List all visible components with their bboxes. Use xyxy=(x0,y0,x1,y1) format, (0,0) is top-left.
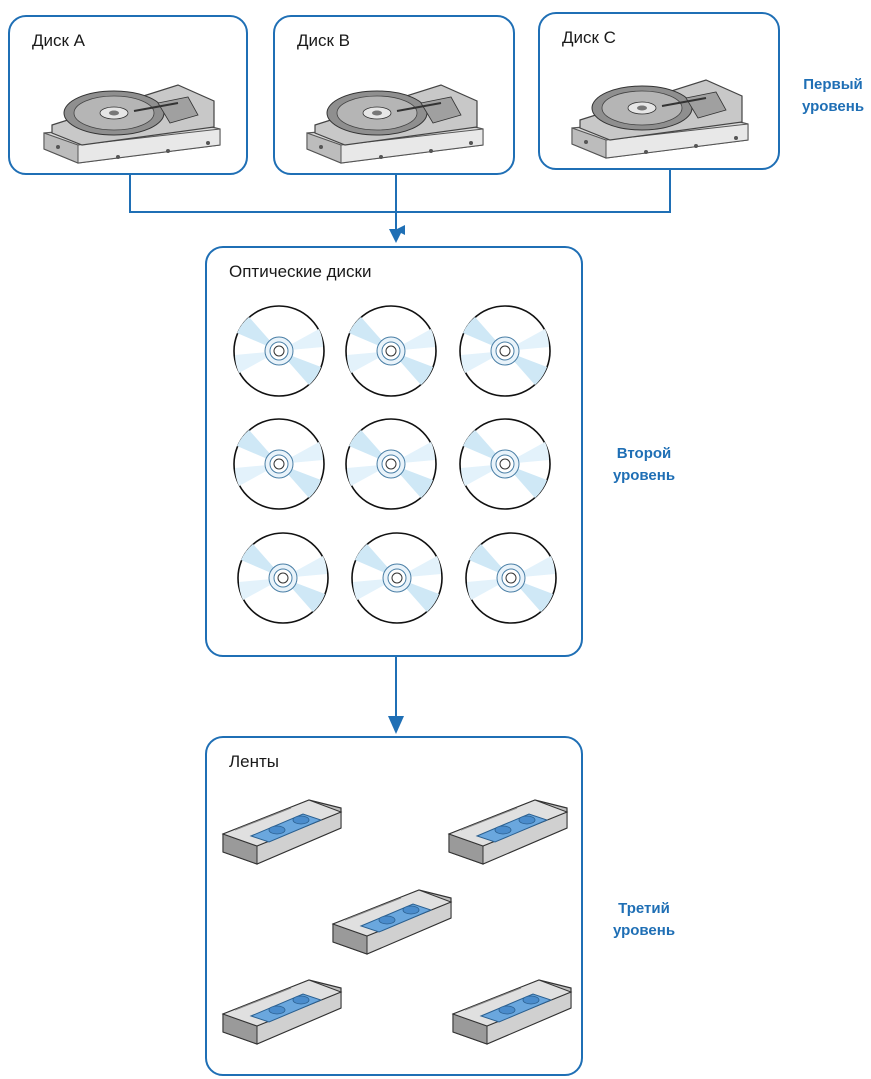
optical-disc-icon xyxy=(345,418,437,510)
level3-caption: Третий уровень xyxy=(604,898,684,942)
tapes-title: Ленты xyxy=(229,752,280,771)
tape-cartridge-icon xyxy=(451,979,573,1045)
tape-cartridge-icon xyxy=(331,889,453,955)
disk-b-label: Диск B xyxy=(297,31,351,50)
tape-cartridge-icon xyxy=(221,799,343,865)
optical-disc-icon xyxy=(237,532,329,624)
level1-caption: Первый уровень xyxy=(798,74,868,118)
level1-caption-line2: уровень xyxy=(801,98,865,115)
optical-discs-title: Оптические диски xyxy=(229,262,372,281)
level2-caption-line2: уровень xyxy=(612,467,676,484)
tapes-group xyxy=(221,799,573,1045)
level1-caption-line1: Первый xyxy=(803,76,863,93)
optical-disc-icon xyxy=(345,305,437,397)
optical-disc-icon xyxy=(233,305,325,397)
hard-drive-icon xyxy=(571,79,749,159)
disk-b-box: Диск B xyxy=(273,15,515,175)
tape-cartridge-icon xyxy=(221,979,343,1045)
level3-caption-line2: уровень xyxy=(612,922,676,939)
optical-disc-icon xyxy=(351,532,443,624)
tape-cartridge-icon xyxy=(447,799,569,865)
optical-disc-icon xyxy=(465,532,557,624)
level1-to-level2-connector xyxy=(129,170,671,243)
level2-caption-line1: Второй xyxy=(616,445,672,462)
hard-drive-icon xyxy=(43,84,221,164)
disk-c-label: Диск C xyxy=(562,28,616,47)
level3-caption-line1: Третий xyxy=(618,900,670,917)
tapes-box: Ленты xyxy=(205,736,583,1076)
disk-a-label: Диск A xyxy=(32,31,86,50)
level2-to-level3-connector xyxy=(388,657,404,734)
level2-caption: Второй уровень xyxy=(604,443,684,487)
optical-disc-icon xyxy=(459,418,551,510)
optical-disc-icon xyxy=(459,305,551,397)
optical-disc-icon xyxy=(233,418,325,510)
disk-c-box: Диск C xyxy=(538,12,780,170)
hard-drive-icon xyxy=(306,84,484,164)
optical-discs-grid xyxy=(233,305,557,624)
disk-a-box: Диск A xyxy=(8,15,248,175)
optical-discs-box: Оптические диски xyxy=(205,246,583,657)
